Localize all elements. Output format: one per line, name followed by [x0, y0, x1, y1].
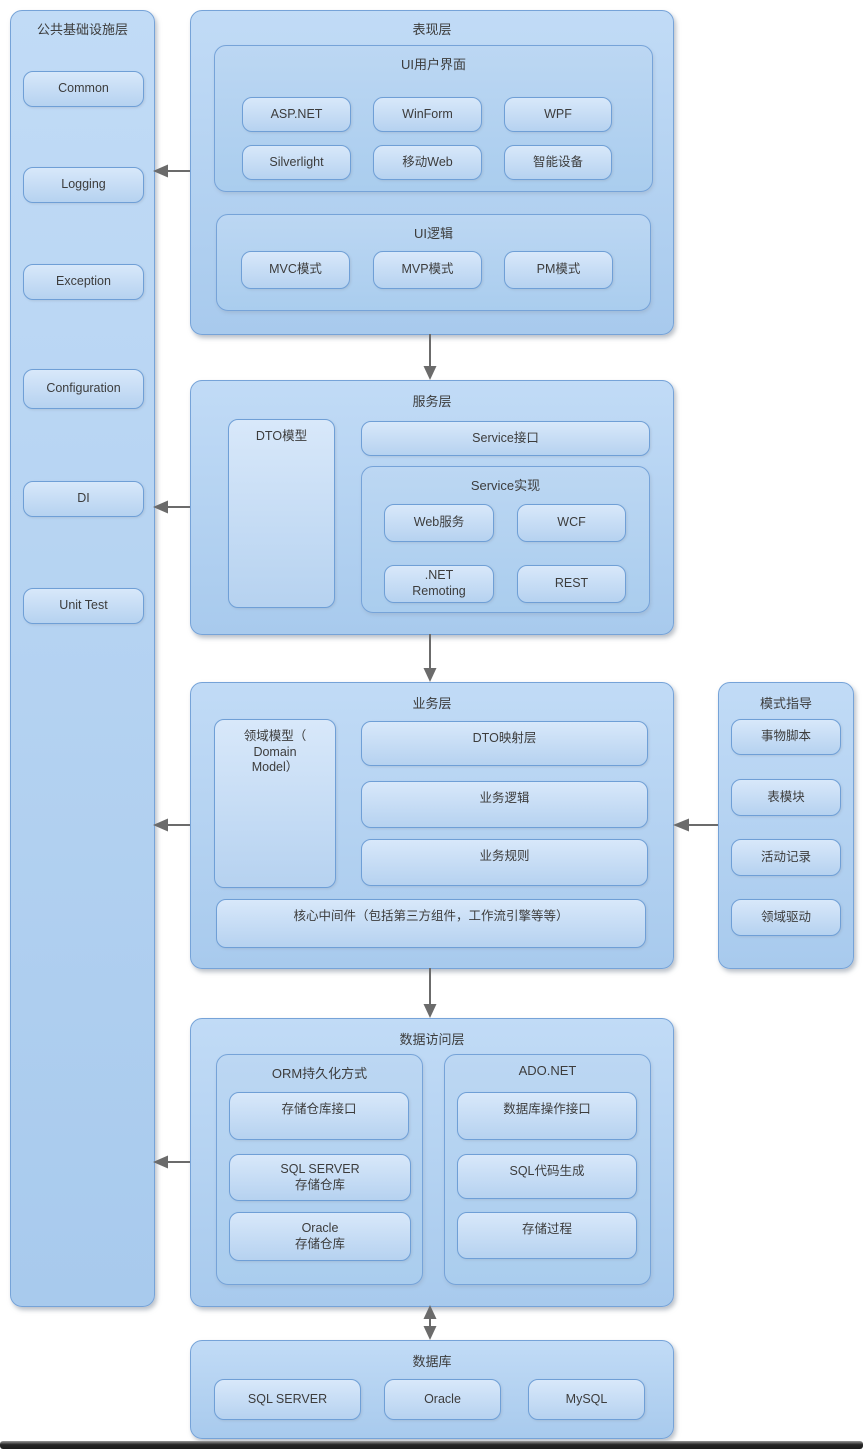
node-sqlserver: SQL SERVER: [214, 1379, 361, 1420]
node-silverlight: Silverlight: [242, 145, 351, 180]
node-aspnet: ASP.NET: [242, 97, 351, 132]
arrow-pattern-to-business: [673, 818, 718, 832]
service-layer-panel: 服务层 DTO模型 Service接口 Service实现 Web服务 WCF …: [190, 380, 674, 635]
node-dto-mapping: DTO映射层: [361, 721, 648, 766]
node-smart-device: 智能设备: [504, 145, 612, 180]
orm-group: ORM持久化方式 存储仓库接口 SQL SERVER 存储仓库 Oracle 存…: [216, 1054, 423, 1285]
infrastructure-layer-title: 公共基础设施层: [36, 22, 128, 37]
node-logging: Logging: [23, 167, 144, 203]
node-domain-model: 领域模型（ Domain Model）: [214, 719, 336, 888]
node-exception: Exception: [23, 264, 144, 300]
node-wcf: WCF: [517, 504, 626, 542]
node-stored-procedure: 存储过程: [457, 1212, 637, 1259]
node-common: Common: [23, 71, 144, 107]
ui-interface-group: UI用户界面 ASP.NET WinForm WPF Silverlight 移…: [214, 45, 653, 192]
node-core-middleware: 核心中间件（包括第三方组件，工作流引擎等等）: [216, 899, 646, 948]
node-di: DI: [23, 481, 144, 517]
node-mvc: MVC模式: [241, 251, 350, 289]
node-sql-code-generation: SQL代码生成: [457, 1154, 637, 1199]
node-oracle-repository: Oracle 存储仓库: [229, 1212, 411, 1261]
node-active-record: 活动记录: [731, 839, 841, 876]
arrow-presentation-to-service: [423, 334, 437, 380]
node-web-service: Web服务: [384, 504, 494, 542]
node-service-interface: Service接口: [361, 421, 650, 456]
ui-logic-group: UI逻辑 MVC模式 MVP模式 PM模式: [216, 214, 651, 311]
presentation-layer-title: 表现层: [412, 22, 452, 37]
adonet-group-title: ADO.NET: [518, 1063, 577, 1078]
node-business-rules: 业务规则: [361, 839, 648, 886]
node-configuration: Configuration: [23, 369, 144, 409]
pattern-guidance-panel: 模式指导 事物脚本 表模块 活动记录 领域驱动: [718, 682, 854, 969]
arrow-business-to-data-access: [423, 968, 437, 1018]
presentation-layer-panel: 表现层 UI用户界面 ASP.NET WinForm WPF Silverlig…: [190, 10, 674, 335]
arrow-presentation-to-infrastructure: [153, 164, 190, 178]
node-mvp: MVP模式: [373, 251, 482, 289]
arrow-data-access-to-infrastructure: [153, 1155, 190, 1169]
data-access-layer-title: 数据访问层: [399, 1032, 465, 1047]
adonet-group: ADO.NET 数据库操作接口 SQL代码生成 存储过程: [444, 1054, 651, 1285]
orm-group-title: ORM持久化方式: [271, 1066, 368, 1081]
node-net-remoting: .NET Remoting: [384, 565, 494, 603]
service-impl-title: Service实现: [470, 478, 541, 493]
node-wpf: WPF: [504, 97, 612, 132]
business-layer-panel: 业务层 领域模型（ Domain Model） DTO映射层 业务逻辑 业务规则…: [190, 682, 674, 969]
node-pm: PM模式: [504, 251, 613, 289]
node-rest: REST: [517, 565, 626, 603]
business-layer-title: 业务层: [412, 696, 452, 711]
service-impl-group: Service实现 Web服务 WCF .NET Remoting REST: [361, 466, 650, 613]
node-domain-driven: 领域驱动: [731, 899, 841, 936]
arrow-service-to-business: [423, 634, 437, 682]
node-mysql: MySQL: [528, 1379, 645, 1420]
pattern-guidance-title: 模式指导: [759, 696, 812, 711]
node-repository-interface: 存储仓库接口: [229, 1092, 409, 1140]
node-winform: WinForm: [373, 97, 482, 132]
node-db-operation-interface: 数据库操作接口: [457, 1092, 637, 1140]
node-business-logic: 业务逻辑: [361, 781, 648, 828]
node-dto-model: DTO模型: [228, 419, 335, 608]
service-layer-title: 服务层: [412, 394, 452, 409]
node-oracle: Oracle: [384, 1379, 501, 1420]
node-mobile-web: 移动Web: [373, 145, 482, 180]
data-access-layer-panel: 数据访问层 ORM持久化方式 存储仓库接口 SQL SERVER 存储仓库 Or…: [190, 1018, 674, 1307]
node-table-module: 表模块: [731, 779, 841, 816]
ui-logic-title: UI逻辑: [413, 226, 453, 241]
database-layer-panel: 数据库 SQL SERVER Oracle MySQL: [190, 1340, 674, 1439]
node-transaction-script: 事物脚本: [731, 719, 841, 755]
node-sqlserver-repository: SQL SERVER 存储仓库: [229, 1154, 411, 1201]
arrow-business-to-infrastructure: [153, 818, 190, 832]
database-layer-title: 数据库: [412, 1354, 452, 1369]
ui-interface-title: UI用户界面: [400, 57, 466, 72]
infrastructure-layer-panel: 公共基础设施层 Common Logging Exception Configu…: [10, 10, 155, 1307]
bottom-edge-bar: [0, 1441, 863, 1449]
node-unit-test: Unit Test: [23, 588, 144, 624]
arrow-data-access-database-bidirectional: [423, 1305, 437, 1340]
arrow-service-to-infrastructure: [153, 500, 190, 514]
